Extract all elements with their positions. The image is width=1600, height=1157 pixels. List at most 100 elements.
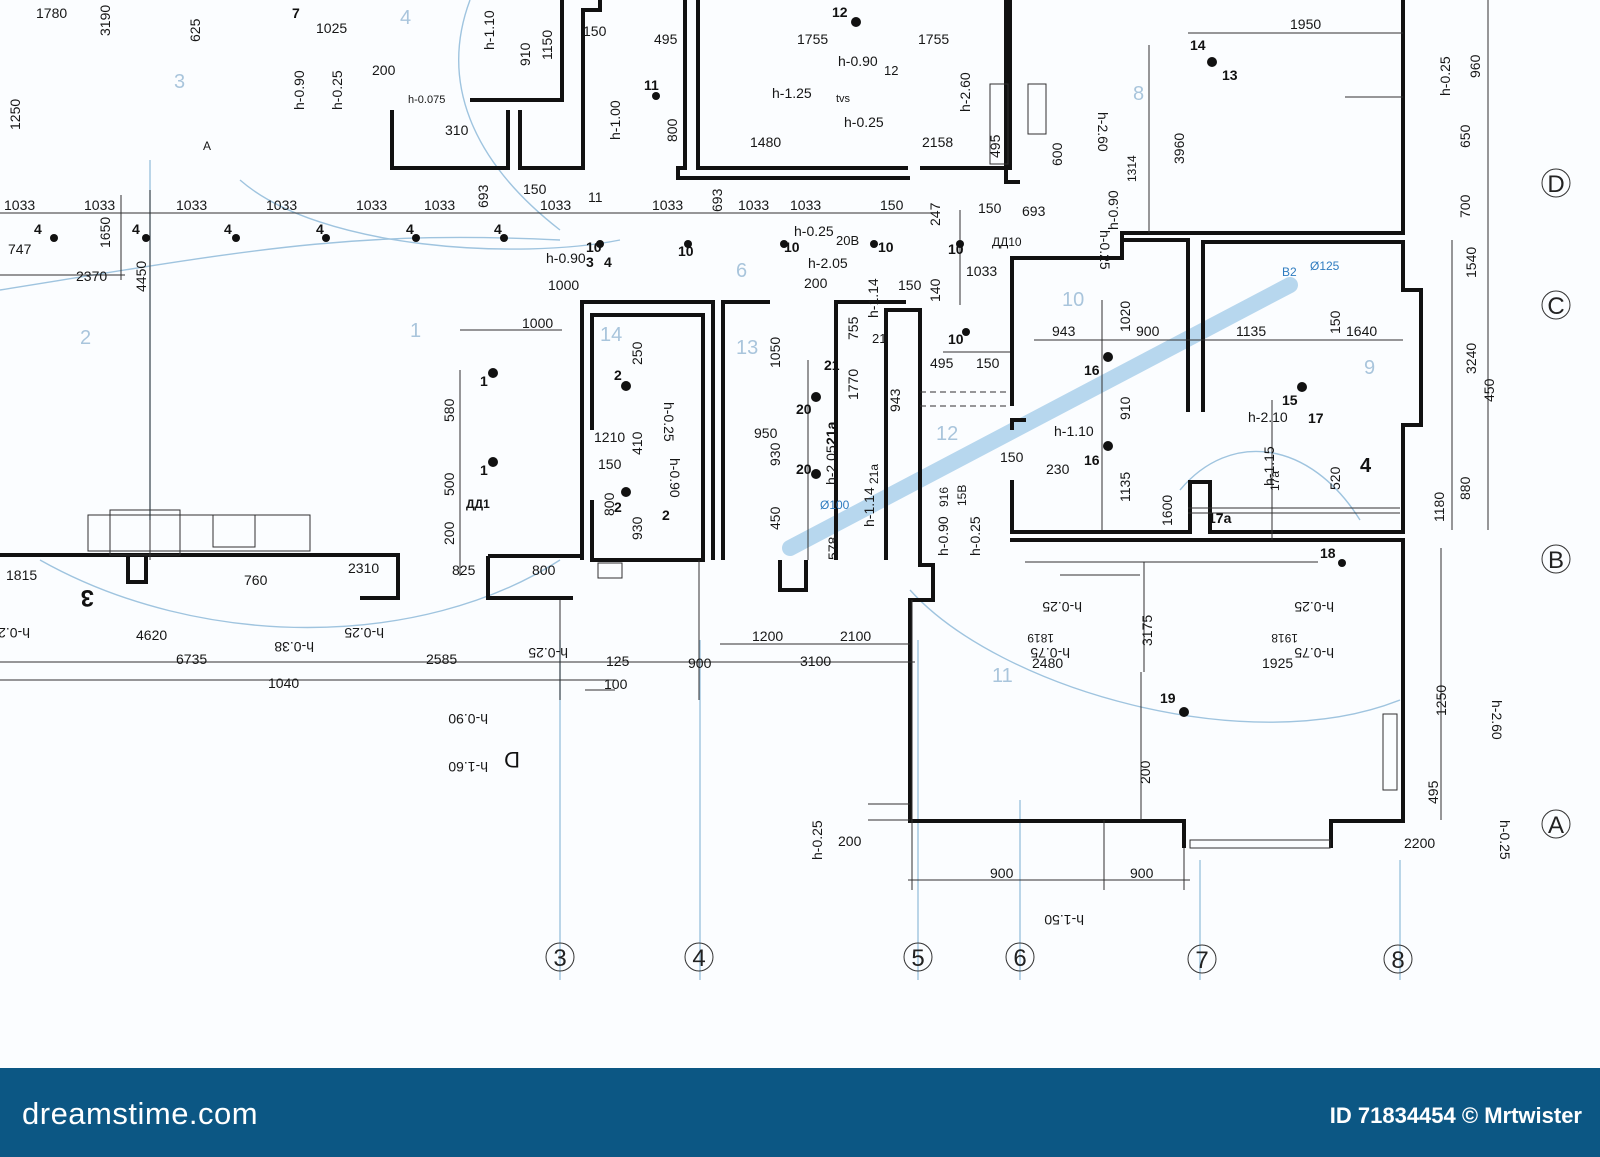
dimension: 1755 (918, 31, 949, 47)
dimension: 1033 (356, 197, 387, 213)
level-label: h-0.25 (967, 516, 983, 556)
mark-label: 10 (678, 243, 694, 259)
dimension: 520 (1327, 466, 1343, 490)
level-label: h-0.25 (0, 625, 30, 641)
mark-label: 17a (1208, 510, 1232, 526)
dimension: 625 (187, 18, 203, 42)
dimension: 150 (598, 456, 622, 472)
dimension: 4620 (136, 627, 167, 643)
level-label: h-1.10 (481, 10, 497, 50)
dimension: 1033 (424, 197, 455, 213)
note: ДД10 (992, 235, 1022, 249)
mark-label: 4 (132, 221, 140, 237)
note: 15B (955, 485, 969, 506)
mark-label: D (504, 747, 520, 772)
level-label: h-1.10 (1054, 423, 1094, 439)
level-label: h-0.25 (1042, 599, 1082, 615)
dimension: 943 (887, 388, 903, 412)
room-number: 13 (736, 337, 758, 359)
dimension: 200 (804, 275, 828, 291)
dimension: 4450 (133, 261, 149, 292)
mark-label: 19 (1160, 690, 1176, 706)
dimension: 825 (452, 562, 476, 578)
level-label: h-2.60 (1489, 700, 1505, 740)
dimension: 495 (654, 31, 678, 47)
dimension: 3190 (97, 5, 113, 36)
note: 3 (586, 254, 594, 270)
dimension: 1540 (1463, 247, 1479, 278)
note: ДД1 (466, 497, 490, 511)
dimension: 1033 (738, 197, 769, 213)
axis-col-8: 8 (1391, 947, 1404, 974)
level-label: h-2.05 (808, 255, 848, 271)
dimension: 1770 (845, 369, 861, 400)
note: 11 (588, 189, 603, 205)
dimension: 755 (845, 316, 861, 340)
dimension: 2100 (840, 628, 871, 644)
dimension: 600 (1049, 142, 1065, 166)
level-label: h-2.10 (1248, 409, 1288, 425)
mark-label: 1 (480, 373, 488, 389)
mark-label: 15 (1282, 392, 1298, 408)
mark-label: 21 (824, 357, 840, 373)
level-label: h-0.25 (661, 402, 677, 442)
level-label: h-0.38 (274, 639, 314, 655)
mark-label: 10 (878, 239, 894, 255)
dimension: 930 (767, 442, 783, 466)
mark-label: 4 (406, 221, 414, 237)
axis-row-d: D (1547, 171, 1564, 198)
mark-label: 1 (480, 462, 488, 478)
level-label: h-0.75 (1294, 645, 1334, 661)
dimension: 960 (1467, 54, 1483, 78)
dimension: 2310 (348, 560, 379, 576)
dimension: 2200 (1404, 835, 1435, 851)
dimension: 1200 (752, 628, 783, 644)
dimension: 1815 (6, 567, 37, 583)
dimension: 880 (1457, 476, 1473, 500)
note: 916 (937, 487, 951, 507)
annotations-layer: 3 4 5 6 7 8 D C B A 1 2 3 4 6 8 9 10 11 … (0, 4, 1571, 974)
note: 21 (872, 331, 886, 346)
mark-label: 21a (823, 421, 839, 445)
dimension: 450 (1481, 378, 1497, 402)
dimension: 760 (244, 572, 268, 588)
site-logo: dreamstime.com (22, 1096, 259, 1131)
dimension: 3175 (1139, 615, 1155, 646)
mark-label: 20 (796, 401, 812, 417)
level-label: h-0.25 (329, 70, 345, 110)
dimension: 1480 (750, 134, 781, 150)
dimension: 2585 (426, 651, 457, 667)
dimension: 1135 (1117, 472, 1133, 502)
room-number: 12 (936, 423, 958, 445)
dimension: 1950 (1290, 16, 1321, 32)
note: B2 (1282, 265, 1297, 279)
dimension: 578 (825, 536, 841, 560)
dimension: 1640 (1346, 323, 1377, 339)
dimension: 230 (1046, 461, 1070, 477)
room-number: 9 (1364, 357, 1375, 379)
dimension: 1033 (790, 197, 821, 213)
level-label: h-0.25 (1097, 230, 1113, 270)
level-label: h-0.25 (1437, 56, 1453, 96)
mark-label: 4 (224, 221, 232, 237)
dimension: 900 (688, 655, 712, 671)
dimension: 1250 (7, 99, 23, 130)
image-credit: ID 71834454 © Mrtwister (1329, 1103, 1582, 1128)
dimension: 910 (517, 42, 533, 66)
dimension: 910 (1117, 396, 1133, 420)
dimension: 700 (1457, 194, 1473, 218)
dimension: 930 (629, 516, 645, 540)
dimension: 1033 (176, 197, 207, 213)
note: Ø125 (1310, 259, 1340, 273)
dimension: 943 (1052, 323, 1076, 339)
dimension: 150 (583, 23, 607, 39)
dimension: 1033 (266, 197, 297, 213)
dimension: 125 (606, 653, 630, 669)
dimension: 100 (604, 676, 628, 692)
dimension: 950 (754, 425, 778, 441)
dimension: 310 (445, 122, 469, 138)
dimension: 200 (372, 62, 396, 78)
dimension: 1650 (97, 217, 113, 248)
dimension: 150 (1327, 310, 1343, 334)
dimension: 200 (441, 521, 457, 545)
